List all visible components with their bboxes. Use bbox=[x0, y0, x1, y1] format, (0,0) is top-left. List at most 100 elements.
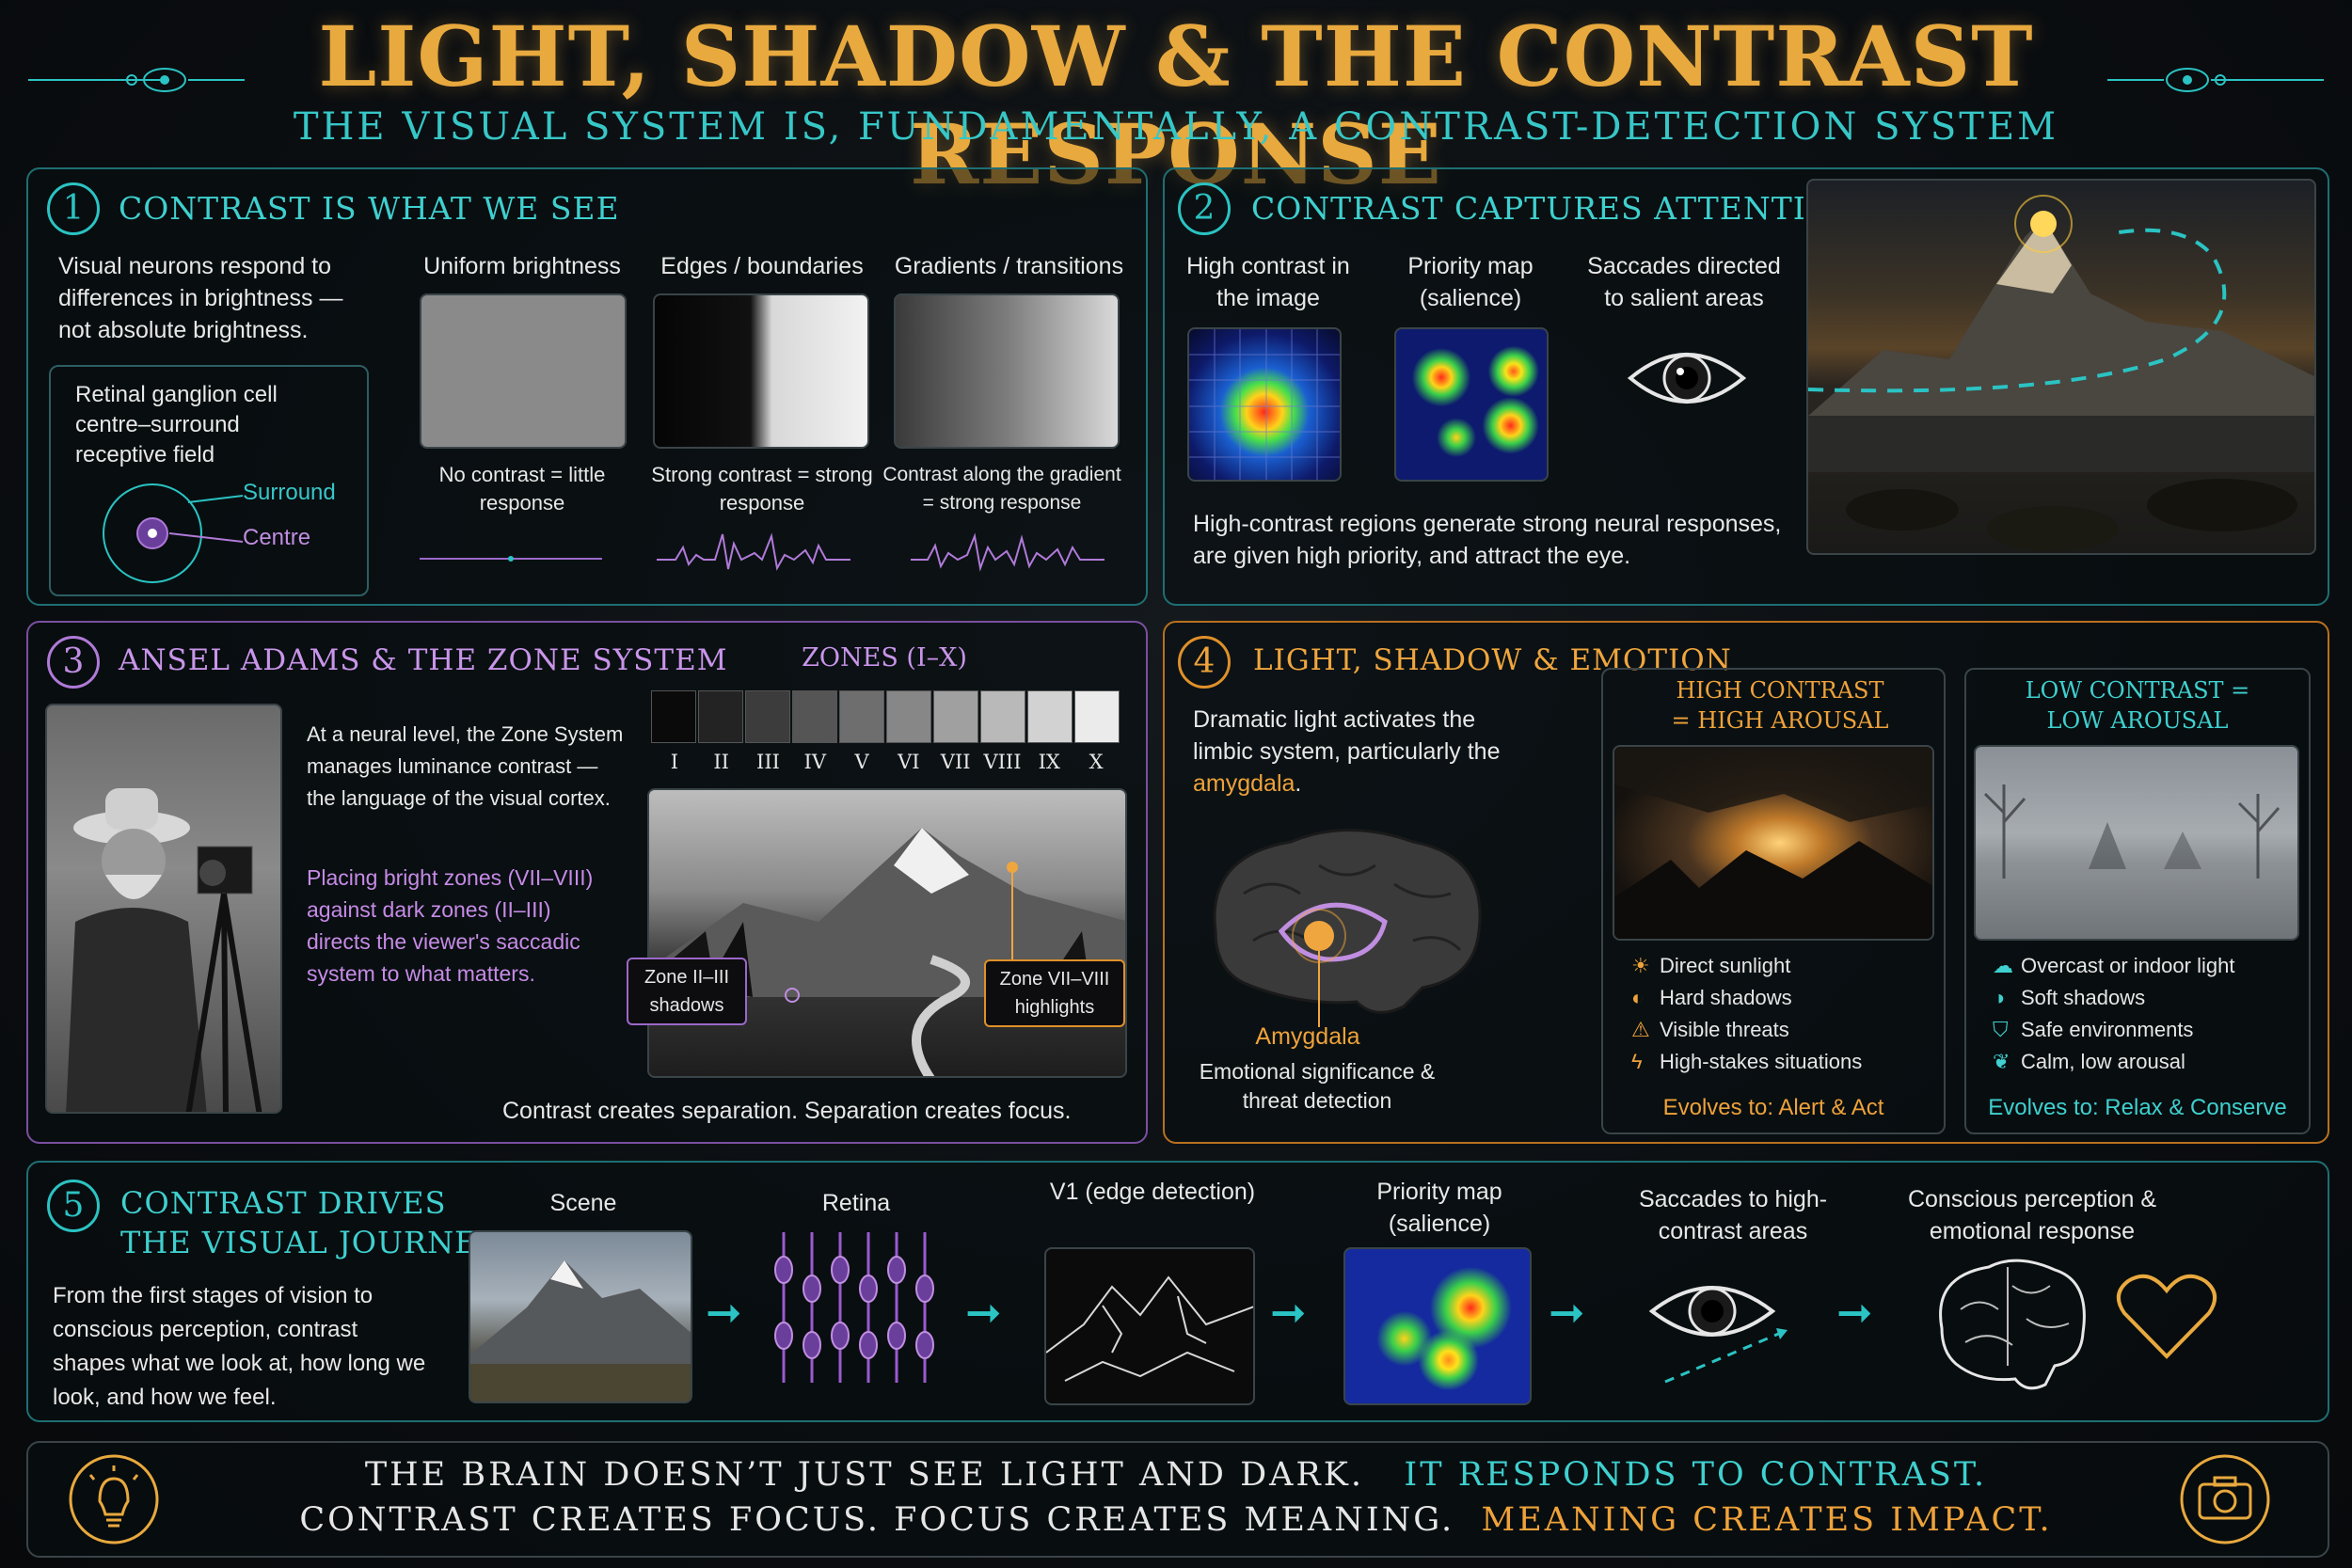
high-item-3: ⚠Visible threats bbox=[1631, 1018, 1789, 1041]
card-edges-caption: Strong contrast = strong response bbox=[651, 463, 873, 515]
panel4-intro-a: Dramatic light activates the limbic syst… bbox=[1193, 706, 1501, 765]
lightning-icon: ϟ bbox=[1631, 1050, 1643, 1073]
warning-icon: ⚠ bbox=[1631, 1018, 1650, 1041]
panel4-title: LIGHT, SHADOW & EMOTION bbox=[1253, 643, 1732, 677]
zone-label-VII: VII bbox=[940, 751, 971, 773]
lightbulb-icon bbox=[62, 1452, 166, 1551]
panel4-intro-amygdala: amygdala bbox=[1193, 770, 1295, 797]
step-scene-label: Scene bbox=[549, 1190, 617, 1216]
high-contrast-title: HIGH CONTRAST = HIGH AROUSAL bbox=[1671, 677, 1889, 734]
receptive-field-box bbox=[49, 365, 369, 596]
high-item-1: ☀Direct sunlight bbox=[1631, 954, 1791, 977]
arrow-3: ➞ bbox=[1270, 1288, 1307, 1337]
footer-line2-a: CONTRAST CREATES FOCUS. FOCUS CREATES ME… bbox=[299, 1501, 1455, 1539]
panel4-intro: Dramatic light activates the limbic syst… bbox=[1193, 704, 1503, 800]
high-contrast-photo bbox=[1613, 745, 1934, 941]
zone-swatch-V bbox=[839, 690, 884, 743]
zone-swatch-III bbox=[745, 690, 790, 743]
half-circle-icon: ◐ bbox=[1631, 986, 1645, 1009]
low-item-2: ◑Soft shadows bbox=[1993, 986, 2146, 1009]
low-item-3: ⛉Safe environments bbox=[1993, 1018, 2194, 1041]
scene-thumbnail bbox=[469, 1230, 692, 1403]
low-contrast-photo bbox=[1974, 745, 2299, 941]
step-saccades-label: Saccades to high-contrast areas bbox=[1638, 1186, 1828, 1244]
step-priority-label: Priority map (salience) bbox=[1376, 1179, 1502, 1237]
zone-swatch-I bbox=[651, 690, 696, 743]
panel2-caption: High-contrast regions generate strong ne… bbox=[1193, 511, 1782, 569]
zone-shadows-label: Zone II–III shadows bbox=[627, 958, 747, 1025]
card-uniform-caption: No contrast = little response bbox=[438, 463, 606, 515]
footer-line2-b: MEANING CREATES IMPACT. bbox=[1481, 1501, 2053, 1539]
zone-scale bbox=[651, 690, 1120, 743]
ansel-adams-photo bbox=[45, 704, 282, 1114]
panel3-number: 3 bbox=[47, 636, 100, 689]
high-item-2: ◐Hard shadows bbox=[1631, 986, 1792, 1009]
zone-label-II: II bbox=[713, 751, 729, 773]
arrow-4: ➞ bbox=[1549, 1288, 1585, 1337]
mountain-lake-photo bbox=[1806, 179, 2316, 555]
amygdala-caption: Emotional significance & threat detectio… bbox=[1199, 1059, 1436, 1113]
high-evolves: Evolves to: Alert & Act bbox=[1662, 1095, 1884, 1120]
zone-swatch-VIII bbox=[980, 690, 1025, 743]
zone-swatch-IX bbox=[1027, 690, 1073, 743]
edge-response-spikes bbox=[657, 527, 850, 578]
page-subtitle: THE VISUAL SYSTEM IS, FUNDAMENTALLY, A C… bbox=[293, 105, 2059, 149]
step-perception-label: Conscious perception & emotional respons… bbox=[1907, 1186, 2157, 1244]
high-contrast-grid bbox=[1187, 327, 1342, 482]
gradient-swatch bbox=[894, 293, 1120, 449]
priority-map-image bbox=[1394, 327, 1549, 482]
high-contrast-heading: High contrast in the image bbox=[1186, 253, 1350, 311]
zone-landscape-photo bbox=[647, 788, 1127, 1078]
shield-icon: ⛉ bbox=[1993, 1018, 2009, 1041]
surround-label: Surround bbox=[243, 480, 336, 505]
zone-label-IX: IX bbox=[1038, 751, 1060, 773]
zone-label-X: X bbox=[1089, 751, 1104, 773]
cloud-icon: ☁ bbox=[1993, 954, 2013, 977]
brain-outline-icon bbox=[1923, 1253, 2092, 1399]
footer-line2: CONTRAST CREATES FOCUS. FOCUS CREATES ME… bbox=[188, 1501, 2164, 1539]
zone-label-III: III bbox=[756, 751, 780, 773]
eye-icon bbox=[1626, 341, 1748, 420]
gradient-response-spikes bbox=[911, 527, 1104, 578]
zone-highlights-label: Zone VII–VIII highlights bbox=[984, 959, 1125, 1027]
zone-swatch-VI bbox=[886, 690, 931, 743]
arrow-5: ➞ bbox=[1836, 1288, 1873, 1337]
flat-response-line bbox=[420, 549, 602, 573]
soft-circle-icon: ◑ bbox=[1993, 986, 2006, 1009]
zone-swatch-VII bbox=[933, 690, 978, 743]
footer-line1: THE BRAIN DOESN’T JUST SEE LIGHT AND DAR… bbox=[188, 1456, 2164, 1494]
zone-label-VIII: VIII bbox=[983, 751, 1022, 773]
high-contrast-box bbox=[1601, 668, 1946, 1134]
brain-illustration bbox=[1187, 818, 1498, 1035]
receptive-field-title: Retinal ganglion cell centre–surround re… bbox=[75, 382, 278, 467]
card-edges-heading: Edges / boundaries bbox=[660, 253, 864, 279]
zone-label-V: V bbox=[854, 751, 869, 773]
panel5-text: From the first stages of vision to consc… bbox=[53, 1283, 426, 1410]
panel3-caption: Contrast creates separation. Separation … bbox=[502, 1098, 1072, 1124]
card-gradient-caption: Contrast along the gradient = strong res… bbox=[882, 464, 1121, 514]
camera-icon bbox=[2173, 1452, 2277, 1551]
zone-swatch-X bbox=[1074, 690, 1120, 743]
leaf-icon: ❦ bbox=[1993, 1050, 2010, 1073]
header-ornament-left bbox=[28, 66, 245, 94]
panel4-number: 4 bbox=[1178, 636, 1231, 689]
zone-swatch-IV bbox=[792, 690, 837, 743]
panel5-title-line1: CONTRAST DRIVES bbox=[120, 1185, 447, 1221]
saccades-heading: Saccades directed to salient areas bbox=[1587, 253, 1781, 311]
low-contrast-title: LOW CONTRAST = LOW AROUSAL bbox=[2025, 677, 2250, 734]
v1-edge-image bbox=[1044, 1247, 1255, 1405]
footer-banner bbox=[26, 1441, 2329, 1558]
zone-swatch-II bbox=[698, 690, 743, 743]
zones-title: ZONES (I–X) bbox=[802, 643, 967, 673]
priority-heatmap bbox=[1343, 1247, 1532, 1405]
uniform-brightness-swatch bbox=[420, 293, 627, 449]
zone-label-IV: IV bbox=[803, 751, 827, 773]
panel5-number: 5 bbox=[47, 1180, 100, 1232]
panel1-intro: Visual neurons respond to differences in… bbox=[58, 253, 343, 343]
panel2-title: CONTRAST CAPTURES ATTENTION bbox=[1251, 190, 1861, 227]
retina-cells-illustration bbox=[770, 1232, 948, 1387]
card-uniform-heading: Uniform brightness bbox=[423, 253, 621, 279]
low-item-4: ❦Calm, low arousal bbox=[1993, 1050, 2185, 1073]
